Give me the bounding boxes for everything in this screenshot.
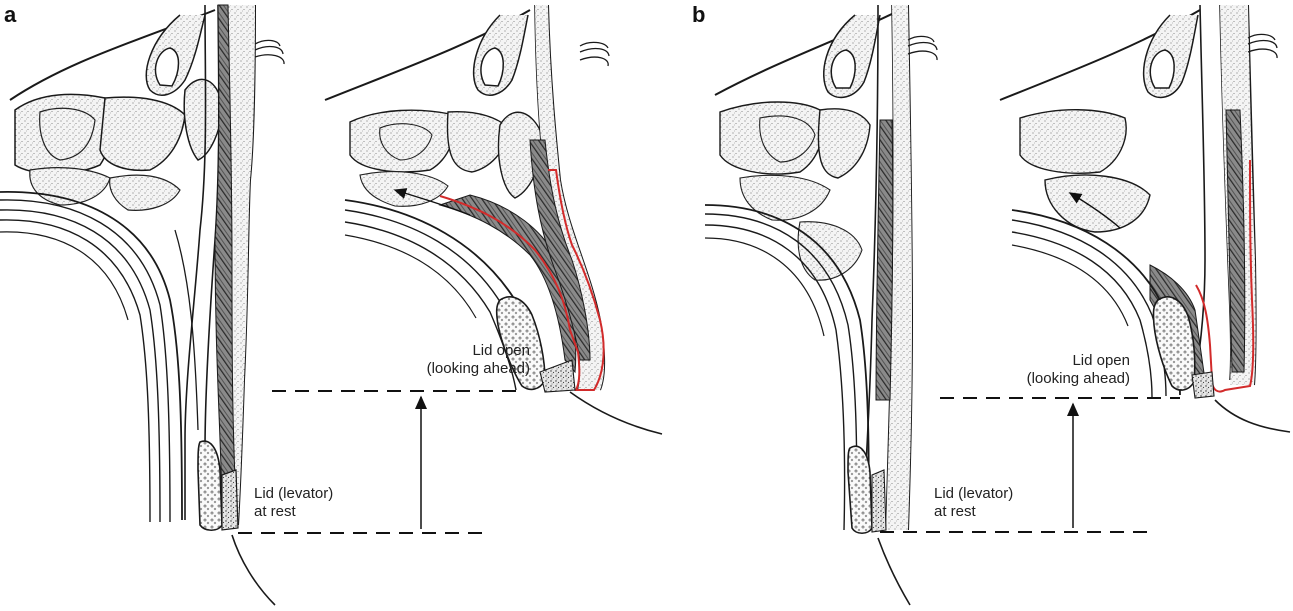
panel-b-open-label: Lid open (looking ahead) — [1000, 352, 1130, 388]
panel-b-rest-label-line-2: at rest — [934, 503, 1013, 521]
panel-a-rest-label-line-1: Lid (levator) — [254, 485, 333, 503]
panel-a-letter: a — [4, 4, 16, 26]
panel-b-measurement — [880, 398, 1180, 532]
panel-a-open-label: Lid open (looking ahead) — [400, 342, 530, 378]
panel-b-open-label-line-1: Lid open — [1000, 352, 1130, 370]
panel-a-open-label-line-1: Lid open — [400, 342, 530, 360]
panel-a-rest-drawing — [0, 5, 284, 605]
panel-a-open-label-line-2: (looking ahead) — [400, 360, 530, 378]
panel-b-rest-label: Lid (levator) at rest — [934, 485, 1013, 521]
panel-b-letter: b — [692, 4, 705, 26]
panel-a-rest-label: Lid (levator) at rest — [254, 485, 333, 521]
panel-b-rest-label-line-1: Lid (levator) — [934, 485, 1013, 503]
panel-a-rest-label-line-2: at rest — [254, 503, 333, 521]
panel-b-rest-drawing — [705, 5, 937, 605]
panel-b-open-label-line-2: (looking ahead) — [1000, 370, 1130, 388]
